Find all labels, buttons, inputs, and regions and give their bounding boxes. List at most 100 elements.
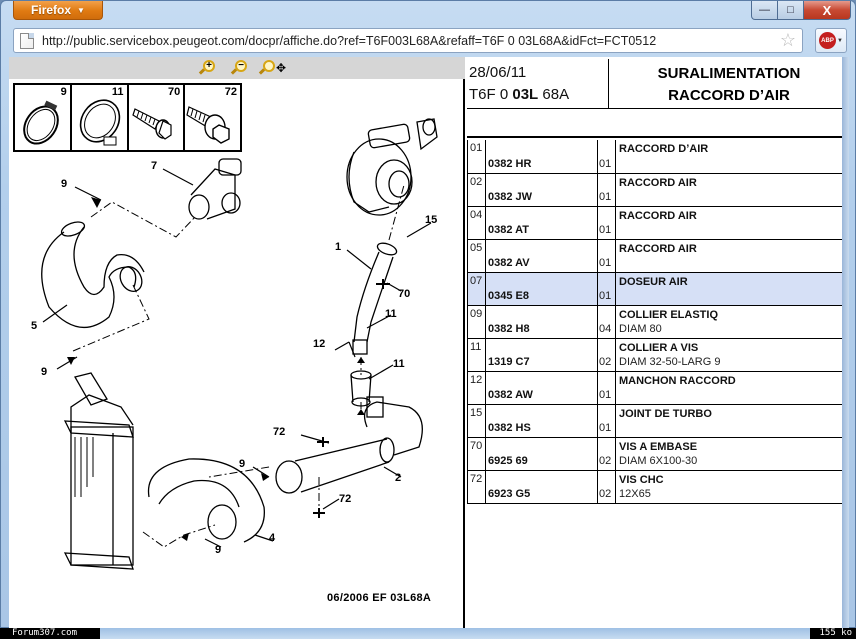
adblock-button[interactable]: ABP ▼ bbox=[815, 28, 847, 53]
part-name: JOINT DE TURBO bbox=[619, 407, 712, 420]
firefox-menu-button[interactable]: Firefox ▼ bbox=[13, 1, 103, 20]
quantity: 01 bbox=[599, 157, 612, 170]
part-reference[interactable]: 0382 HS bbox=[488, 421, 531, 434]
quantity-cell: 01 bbox=[597, 272, 616, 306]
status-size: 155 ko bbox=[810, 628, 856, 639]
quantity: 02 bbox=[599, 454, 612, 467]
part-reference[interactable]: 0382 AT bbox=[488, 223, 529, 236]
legend-item-70[interactable]: 70 bbox=[129, 85, 186, 150]
part-name: COLLIER A VIS bbox=[619, 341, 699, 354]
url-text[interactable]: http://public.servicebox.peugeot.com/doc… bbox=[42, 33, 657, 48]
diagram-pane: + − ✥ 9 bbox=[9, 57, 465, 629]
legend-item-72[interactable]: 72 bbox=[185, 85, 240, 150]
part-reference[interactable]: 0382 HR bbox=[488, 157, 532, 170]
minimize-button[interactable]: — bbox=[751, 1, 778, 20]
tube-2-part[interactable] bbox=[275, 396, 423, 494]
callout-label: 70 bbox=[398, 288, 410, 300]
intercooler-part[interactable] bbox=[63, 372, 134, 570]
item-index: 15 bbox=[467, 404, 486, 438]
zoom-in-button[interactable]: + bbox=[198, 60, 217, 76]
part-name: RACCORD AIR bbox=[619, 209, 697, 222]
screw-clamp-icon bbox=[79, 99, 120, 146]
part-reference[interactable]: 0382 JW bbox=[488, 190, 533, 203]
callout-label: 72 bbox=[339, 493, 351, 505]
quantity-cell: 02 bbox=[597, 437, 616, 471]
sheet-meta: 28/06/11 T6F 0 03L 68A bbox=[467, 59, 609, 109]
part-reference[interactable]: 1319 C7 bbox=[488, 355, 530, 368]
diagram-reference-code: 06/2006 EF 03L68A bbox=[327, 592, 432, 604]
vertical-scrollbar[interactable] bbox=[842, 57, 849, 629]
part-reference-cell: 6923 G5 bbox=[485, 470, 598, 504]
part-name: DOSEUR AIR bbox=[619, 275, 688, 288]
quantity-cell: 01 bbox=[597, 173, 616, 207]
callout-label: 4 bbox=[269, 532, 276, 544]
bookmark-star-icon[interactable]: ☆ bbox=[779, 30, 796, 50]
quantity: 01 bbox=[599, 388, 612, 401]
item-index: 11 bbox=[467, 338, 486, 372]
sleeve-12-part[interactable] bbox=[350, 370, 372, 407]
zoom-out-button[interactable]: − bbox=[230, 60, 249, 76]
hose-4-part[interactable] bbox=[147, 458, 265, 543]
zoom-in-icon: + bbox=[203, 60, 215, 72]
item-index: 72 bbox=[467, 470, 486, 504]
callout-label: 7 bbox=[151, 160, 157, 172]
title-line-1: SURALIMENTATION bbox=[657, 65, 801, 82]
sheet-date: 28/06/11 bbox=[469, 64, 527, 81]
url-bar[interactable]: http://public.servicebox.peugeot.com/doc… bbox=[13, 28, 803, 53]
part-reference[interactable]: 0345 E8 bbox=[488, 289, 529, 302]
quantity: 01 bbox=[599, 223, 612, 236]
item-index: 09 bbox=[467, 305, 486, 339]
description-cell: MANCHON RACCORD bbox=[615, 371, 849, 405]
part-reference[interactable]: 0382 AW bbox=[488, 388, 533, 401]
part-reference[interactable]: 0382 H8 bbox=[488, 322, 530, 335]
part-name: RACCORD AIR bbox=[619, 176, 697, 189]
flange-bolt-icon bbox=[131, 108, 172, 140]
quantity: 02 bbox=[599, 487, 612, 500]
air-doser-part[interactable] bbox=[188, 158, 242, 220]
part-detail: 12X65 bbox=[619, 487, 651, 500]
quantity-cell: 01 bbox=[597, 404, 616, 438]
callout-label: 5 bbox=[31, 320, 37, 332]
legend-item-11[interactable]: 11 bbox=[72, 85, 129, 150]
part-name: COLLIER ELASTIQ bbox=[619, 308, 718, 321]
item-index: 70 bbox=[467, 437, 486, 471]
status-bar: Forum307.com 155 ko bbox=[0, 628, 856, 639]
maximize-button[interactable]: □ bbox=[778, 1, 804, 20]
part-reference[interactable]: 6925 69 bbox=[488, 454, 528, 467]
navigation-bar: http://public.servicebox.peugeot.com/doc… bbox=[9, 28, 847, 54]
part-reference[interactable]: 6923 G5 bbox=[488, 487, 531, 500]
quantity-cell: 01 bbox=[597, 239, 616, 273]
minimize-icon: — bbox=[759, 4, 770, 16]
zoom-toolbar: + − ✥ bbox=[9, 57, 465, 79]
part-name: MANCHON RACCORD bbox=[619, 374, 736, 387]
legend-item-9[interactable]: 9 bbox=[15, 85, 72, 150]
tube-1-part[interactable] bbox=[352, 241, 398, 355]
close-button[interactable]: X bbox=[804, 1, 851, 20]
part-reference[interactable]: 0382 AV bbox=[488, 256, 530, 269]
item-index: 12 bbox=[467, 371, 486, 405]
status-site: Forum307.com bbox=[0, 628, 100, 639]
sheet-reference: T6F 0 03L 68A bbox=[469, 84, 606, 106]
callout-label: 9 bbox=[215, 544, 221, 556]
turbocharger-part[interactable] bbox=[346, 118, 438, 216]
pan-zoom-button[interactable]: ✥ bbox=[258, 60, 289, 76]
ref-bold: 03L bbox=[512, 86, 539, 103]
sheet-title: SURALIMENTATION RACCORD D’AIR bbox=[609, 59, 849, 109]
hose-5-part[interactable] bbox=[41, 219, 146, 329]
